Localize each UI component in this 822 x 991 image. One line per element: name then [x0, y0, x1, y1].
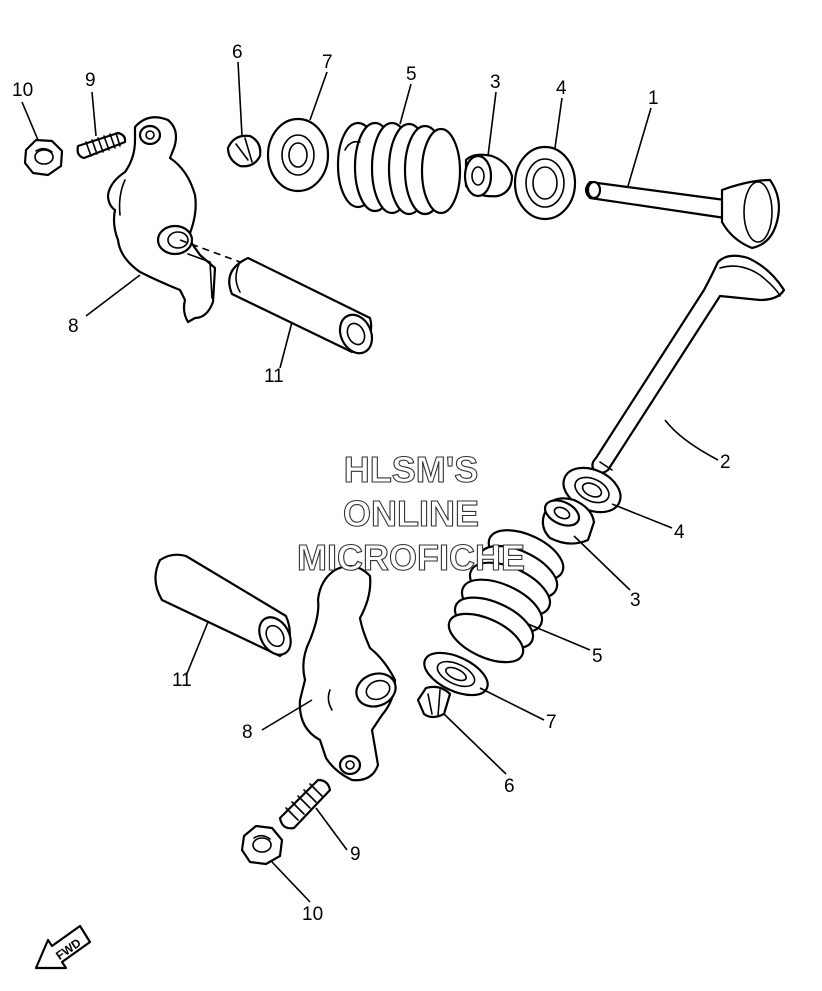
- watermark-line1: HLSM'S: [344, 449, 479, 490]
- spring-seat-upper: [463, 153, 514, 198]
- callout-cotter-upper: 6: [232, 42, 243, 63]
- watermark: HLSM'S ONLINE MICROFICHE: [296, 448, 525, 578]
- nut-upper: [23, 138, 64, 177]
- cotter-lower: [416, 685, 452, 719]
- callout-adjuster-upper: 9: [85, 70, 96, 91]
- retainer-lower: [423, 651, 489, 697]
- stem-seal-upper: [513, 145, 577, 221]
- callout-arm-upper: 8: [68, 316, 79, 337]
- watermark-line3: MICROFICHE: [297, 537, 525, 578]
- callout-nut-upper: 10: [12, 80, 33, 101]
- adjuster-screw-upper: [76, 131, 127, 160]
- callout-shaft-upper: 11: [264, 366, 284, 387]
- nut-lower: [240, 824, 284, 866]
- callout-seat-upper: 3: [490, 72, 501, 93]
- valve-exhaust: [591, 254, 786, 475]
- callout-spring-lower: 5: [592, 646, 603, 667]
- callout-retainer-lower: 7: [546, 712, 557, 733]
- cotter-upper: [226, 134, 262, 168]
- valve-spring-upper: [336, 121, 462, 216]
- callout-valve-exhaust: 2: [720, 452, 731, 473]
- adjuster-screw-lower: [278, 778, 332, 830]
- callout-seal-lower: 4: [674, 522, 685, 543]
- callout-arm-lower: 8: [242, 722, 253, 743]
- callout-shaft-lower: 11: [172, 670, 192, 691]
- callout-adjuster-lower: 9: [350, 844, 361, 865]
- callout-valve-intake: 1: [648, 88, 659, 109]
- spring-seat-lower: [541, 497, 596, 545]
- watermark-line2: ONLINE: [343, 493, 479, 534]
- valve-spring-lower: [447, 529, 565, 664]
- valve-intake: [584, 178, 781, 250]
- callout-nut-lower: 10: [302, 904, 323, 925]
- retainer-upper: [266, 117, 330, 193]
- rocker-arm-upper: [106, 116, 217, 324]
- rocker-shaft-lower: [154, 553, 292, 658]
- callout-spring-upper: 5: [406, 64, 417, 85]
- leader-lines: [21, 61, 719, 903]
- rocker-arm-lower: [298, 565, 397, 782]
- callout-seal-upper: 4: [556, 78, 567, 99]
- forward-arrow-icon: FWD: [34, 924, 92, 970]
- callout-cotter-lower: 6: [504, 776, 515, 797]
- callout-retainer-upper: 7: [322, 52, 333, 73]
- callout-seat-lower: 3: [630, 590, 641, 611]
- rocker-shaft-upper: [228, 256, 374, 355]
